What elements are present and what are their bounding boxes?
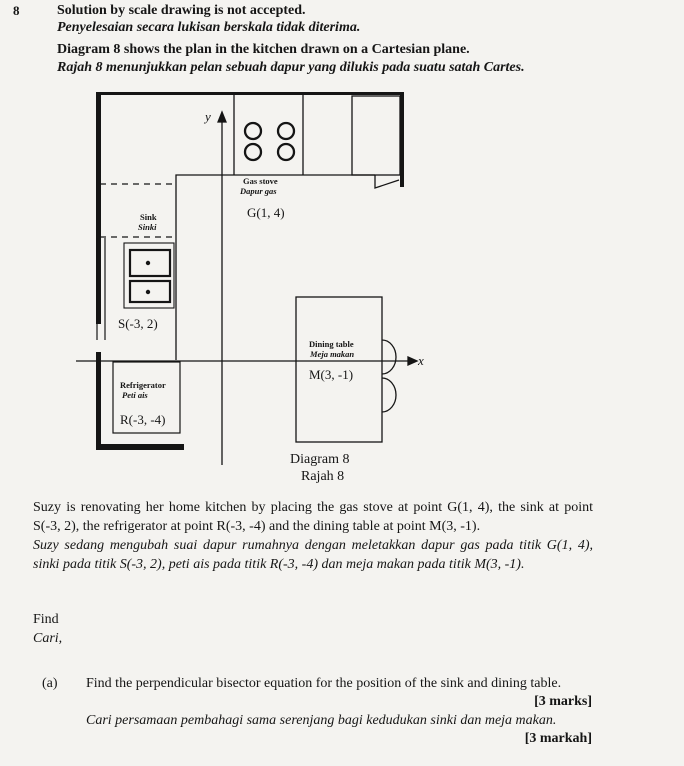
point-g-label: G(1, 4) xyxy=(247,205,285,220)
sink xyxy=(123,242,175,309)
scenario-paragraph-malay: Suzy sedang mengubah suai dapur rumahnya… xyxy=(33,538,593,572)
chair-upper xyxy=(381,339,397,375)
point-r-label: R(-3, -4) xyxy=(120,412,166,427)
intro-malay: Rajah 8 menunjukkan pelan sebuah dapur y… xyxy=(57,60,525,75)
point-m-label: M(3, -1) xyxy=(309,367,353,382)
diagram-caption: Diagram 8 xyxy=(290,452,349,467)
header-english: Solution by scale drawing is not accepte… xyxy=(57,3,306,18)
sink-label-malay: Sinki xyxy=(138,222,157,232)
refrigerator-label: Refrigerator xyxy=(120,380,166,390)
wall-top xyxy=(100,92,402,95)
kitchen-diagram: y x Gas stove Dapur gas G(1, 4) Sink Sin… xyxy=(76,92,424,484)
counter xyxy=(100,95,401,360)
wall-left-lower xyxy=(96,352,101,444)
point-s-label: S(-3, 2) xyxy=(118,316,158,331)
intro-english: Diagram 8 shows the plan in the kitchen … xyxy=(57,42,470,57)
dining-table-label-malay: Meja makan xyxy=(309,349,354,359)
sink-label: Sink xyxy=(140,212,157,222)
wall-right xyxy=(400,92,404,187)
part-a-question: Find the perpendicular bisector equation… xyxy=(86,676,562,691)
gas-stove-burners xyxy=(243,121,296,162)
wall-bottom xyxy=(96,444,184,450)
y-axis-arrow xyxy=(217,110,227,123)
question-number: 8 xyxy=(13,3,20,18)
wall-left-upper xyxy=(96,92,101,324)
scenario-paragraph: Suzy is renovating her home kitchen by p… xyxy=(33,500,593,534)
window xyxy=(96,238,106,340)
part-a-question-malay: Cari persamaan pembahagi sama serenjang … xyxy=(86,713,557,728)
x-axis-label: x xyxy=(417,353,424,368)
gas-stove-label: Gas stove xyxy=(243,176,278,186)
part-a-label: (a) xyxy=(42,676,58,691)
find-label: Find xyxy=(33,612,59,627)
find-label-malay: Cari, xyxy=(33,631,63,646)
refrigerator xyxy=(112,361,181,434)
dining-table xyxy=(295,296,383,443)
part-a-marks-malay: [3 markah] xyxy=(524,731,592,746)
dining-table-label: Dining table xyxy=(309,339,354,349)
part-a-marks: [3 marks] xyxy=(534,694,592,709)
diagram-caption-malay: Rajah 8 xyxy=(301,469,344,484)
chair-lower xyxy=(381,377,397,413)
y-axis-label: y xyxy=(203,109,211,124)
refrigerator-label-malay: Peti ais xyxy=(122,390,148,400)
gas-stove-label-malay: Dapur gas xyxy=(239,186,277,196)
header-malay: Penyelesaian secara lukisan berskala tid… xyxy=(57,20,361,35)
x-axis-arrow xyxy=(407,355,419,367)
